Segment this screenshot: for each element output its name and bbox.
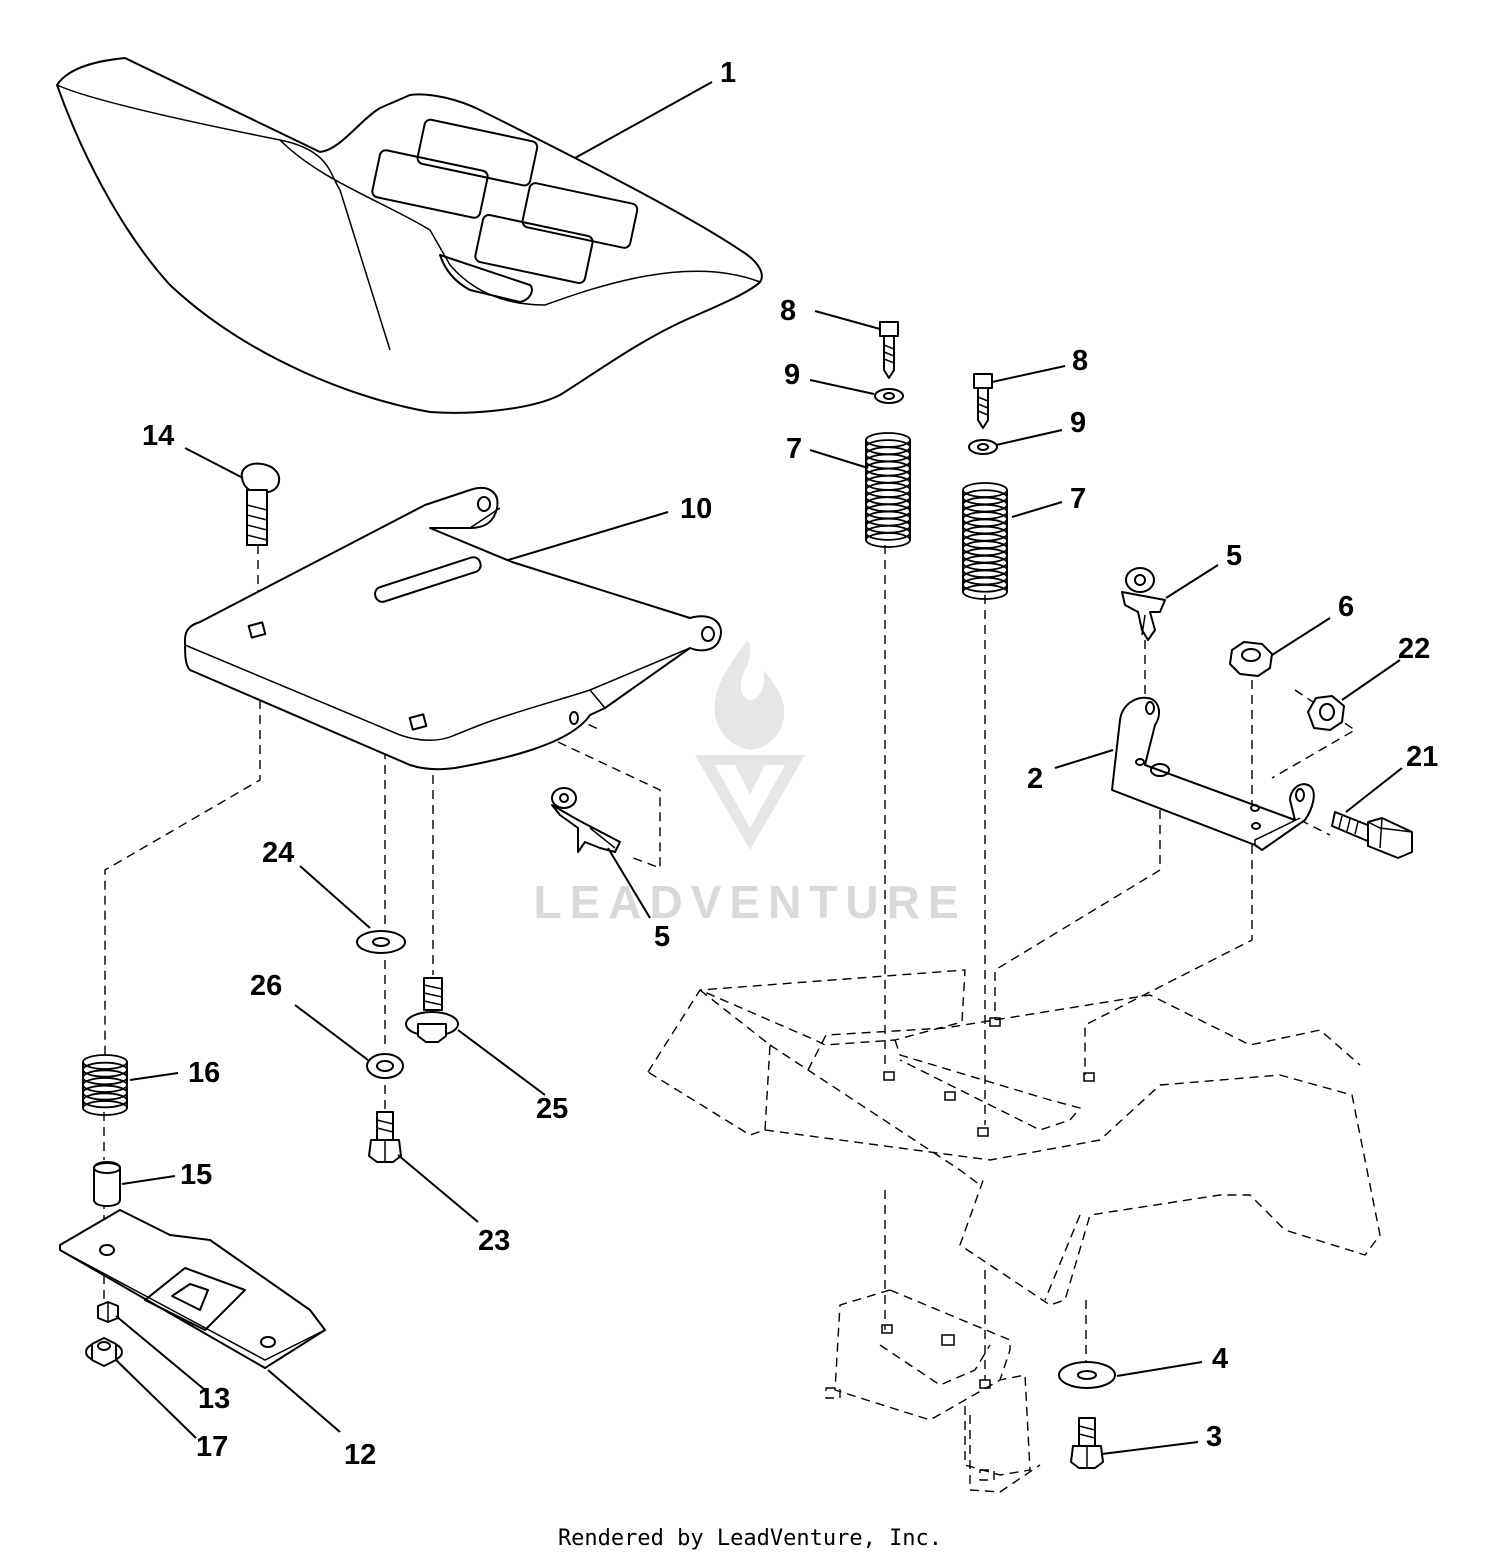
leader-lines: [115, 81, 1403, 1455]
seat: [56, 57, 763, 414]
spring-washer: [874, 388, 904, 404]
watermark-text: LEADVENTURE: [533, 876, 966, 928]
callout-4: 4: [1212, 1343, 1228, 1375]
callout-3: 3: [1206, 1421, 1222, 1453]
callout-26: 26: [250, 970, 282, 1002]
frame-hole: [941, 1334, 955, 1346]
callout-8-left: 8: [780, 295, 796, 327]
flat-washer: [356, 930, 406, 954]
callout-10: 10: [680, 493, 712, 525]
callout-8-right: 8: [1072, 345, 1088, 377]
seat-bracket: [1111, 696, 1315, 851]
frame-washer: [1058, 1361, 1116, 1389]
seat-clip: [551, 787, 621, 853]
callout-25: 25: [536, 1093, 568, 1125]
callout-14: 14: [142, 420, 174, 452]
callout-17: 17: [196, 1431, 228, 1463]
frame-hole: [883, 1071, 895, 1081]
flame-logo-icon: [695, 640, 805, 850]
callout-23: 23: [478, 1225, 510, 1257]
spring-screw: [879, 321, 899, 379]
small-compression-spring: [82, 1054, 128, 1116]
hex-lock-nut: [1229, 641, 1273, 677]
compression-spring: [962, 482, 1008, 600]
callout-22: 22: [1398, 633, 1430, 665]
frame-hole: [1083, 1072, 1095, 1082]
callout-6: 6: [1338, 591, 1354, 623]
tractor-frame-outline: [647, 969, 1381, 1493]
watermark: LEADVENTURE: [533, 640, 966, 928]
hex-nut: [1307, 695, 1345, 731]
callout-24: 24: [262, 837, 294, 869]
hex-bolt: [368, 1111, 402, 1163]
callout-9-left: 9: [784, 359, 800, 391]
frame-hole: [977, 1127, 989, 1137]
plate-nut: [97, 1301, 119, 1323]
shoulder-screw: [405, 977, 459, 1043]
callout-7-right: 7: [1070, 483, 1086, 515]
callout-16: 16: [188, 1057, 220, 1089]
seat-clip: [1121, 567, 1166, 641]
callout-5-right: 5: [1226, 540, 1242, 572]
callout-1: 1: [720, 57, 736, 89]
callout-15: 15: [180, 1159, 212, 1191]
slide-plate: [59, 1209, 326, 1369]
spacer: [93, 1161, 121, 1207]
frame-hole: [944, 1091, 956, 1101]
compression-spring: [865, 432, 911, 548]
shoulder-bolt: [1331, 811, 1413, 859]
callout-9-right: 9: [1070, 407, 1086, 439]
spring-screw: [973, 373, 993, 429]
spring-outline: [962, 490, 1008, 592]
lock-washer: [366, 1053, 404, 1079]
frame-bolt: [1070, 1417, 1104, 1469]
callout-13: 13: [198, 1383, 230, 1415]
carriage-bolt: [240, 462, 281, 546]
callout-2: 2: [1027, 763, 1043, 795]
spring-outline: [82, 1062, 128, 1108]
callout-7-left: 7: [786, 433, 802, 465]
callout-12: 12: [344, 1439, 376, 1471]
footer-credit: Rendered by LeadVenture, Inc.: [557, 1526, 943, 1551]
seat-pan: [184, 487, 722, 771]
spring-washer: [968, 439, 998, 455]
exploded-view-drawing: LEADVENTURE: [56, 57, 1438, 1493]
callout-labels: 1 14 10 8 9 7 8 9 7 5 6 22 2 21 5 24 26 …: [142, 57, 1438, 1471]
spring-outline: [865, 440, 911, 540]
frame-hole: [881, 1324, 893, 1334]
callout-21: 21: [1406, 741, 1438, 773]
callout-5-left: 5: [654, 921, 670, 953]
